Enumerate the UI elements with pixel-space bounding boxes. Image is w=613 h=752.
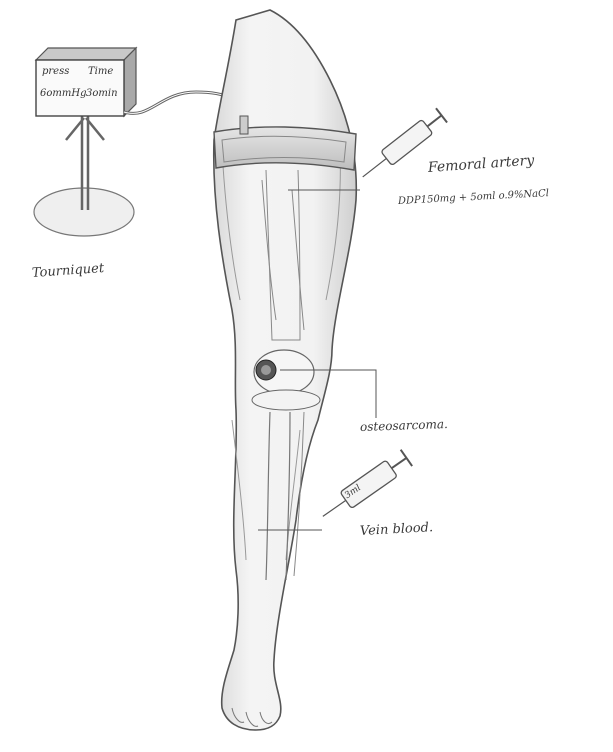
vein-syringe [317,450,412,525]
device-press-label: press [42,66,69,77]
device-time-label: Time [88,66,113,77]
device-pressure-value: 6ommHg [40,88,86,99]
device-base [34,188,134,236]
device-time-value: 3omin [86,88,118,99]
